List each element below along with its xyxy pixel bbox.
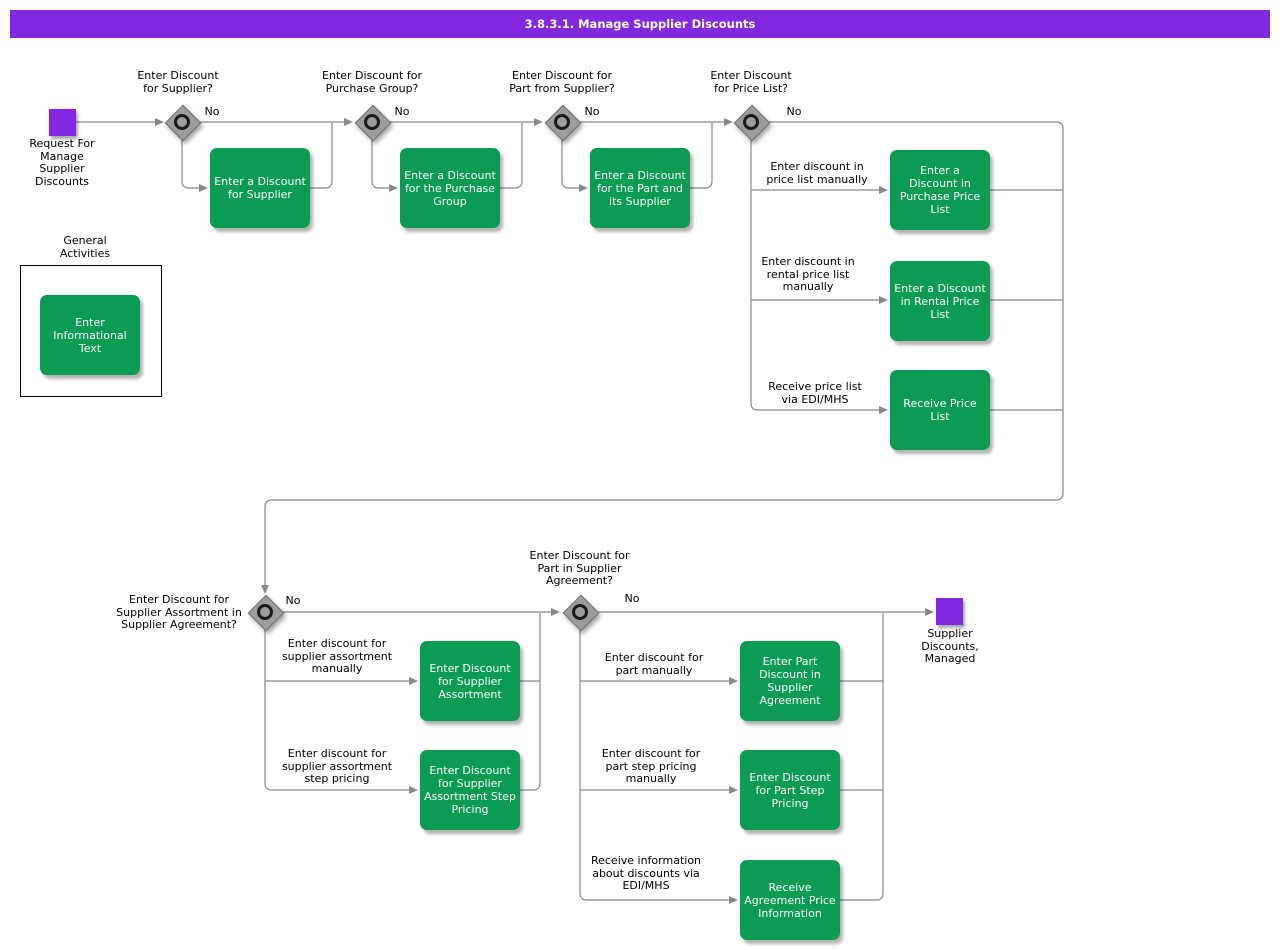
decision-price-list-no-label: No — [786, 105, 802, 118]
decision-price-list-label: Enter Discount for Price List? — [710, 69, 792, 95]
activity-part-discount-supplier-agreement[interactable]: Enter Part Discount in Supplier Agreemen… — [740, 641, 840, 721]
end-node — [936, 598, 963, 625]
edge-label-rental-price-list-manually: Enter discount in rental price list manu… — [761, 255, 855, 293]
activity-receive-price-list[interactable]: Receive Price List — [890, 370, 990, 450]
edge-label-assortment-manually: Enter discount for supplier assortment m… — [281, 637, 393, 675]
start-node-label: Request For Manage Supplier Discounts — [29, 137, 95, 188]
circle-icon — [174, 114, 190, 130]
decision-part-from-supplier-no-label: No — [584, 105, 600, 118]
edge-label-receive-price-list-edi: Receive price list via EDI/MHS — [768, 380, 862, 406]
title-bar: 3.8.3.1. Manage Supplier Discounts — [10, 10, 1270, 38]
activity-enter-discount-purchase-group[interactable]: Enter a Discount for the Purchase Group — [400, 148, 500, 228]
activity-discount-supplier-assortment[interactable]: Enter Discount for Supplier Assortment — [420, 641, 520, 721]
activity-receive-agreement-price-info[interactable]: Receive Agreement Price Information — [740, 860, 840, 940]
edge-label-price-list-manually: Enter discount in price list manually — [766, 160, 868, 186]
decision-supplier-assortment-no-label: No — [285, 594, 301, 607]
decision-part-in-agreement — [562, 594, 600, 632]
decision-purchase-group-no-label: No — [394, 105, 410, 118]
start-node — [49, 109, 76, 136]
end-node-label: Supplier Discounts, Managed — [921, 627, 979, 665]
decision-part-from-supplier — [544, 104, 582, 142]
decision-price-list — [733, 104, 771, 142]
activity-enter-discount-purchase-price-list[interactable]: Enter a Discount in Purchase Price List — [890, 150, 990, 230]
activity-discount-assortment-step-pricing[interactable]: Enter Discount for Supplier Assortment S… — [420, 750, 520, 830]
activity-enter-discount-part-supplier[interactable]: Enter a Discount for the Part and its Su… — [590, 148, 690, 228]
decision-supplier-no-label: No — [204, 105, 220, 118]
decision-supplier-assortment — [247, 594, 285, 632]
decision-part-from-supplier-label: Enter Discount for Part from Supplier? — [509, 69, 615, 95]
activity-enter-discount-supplier[interactable]: Enter a Discount for Supplier — [210, 148, 310, 228]
circle-icon — [743, 114, 759, 130]
decision-supplier-assortment-label: Enter Discount for Supplier Assortment i… — [116, 593, 242, 631]
general-activities-title: General Activities — [59, 234, 111, 260]
decision-supplier — [164, 104, 202, 142]
decision-purchase-group — [354, 104, 392, 142]
edge-label-receive-info-edi: Receive information about discounts via … — [590, 854, 702, 892]
decision-part-in-agreement-no-label: No — [624, 592, 640, 605]
activity-enter-discount-rental-price-list[interactable]: Enter a Discount in Rental Price List — [890, 261, 990, 341]
activity-discount-part-step-pricing[interactable]: Enter Discount for Part Step Pricing — [740, 750, 840, 830]
decision-purchase-group-label: Enter Discount for Purchase Group? — [322, 69, 422, 95]
circle-icon — [364, 114, 380, 130]
circle-icon — [257, 604, 273, 620]
edge-label-assortment-step-pricing: Enter discount for supplier assortment s… — [281, 747, 393, 785]
decision-part-in-agreement-label: Enter Discount for Part in Supplier Agre… — [529, 549, 630, 587]
decision-supplier-label: Enter Discount for Supplier? — [137, 69, 219, 95]
circle-icon — [572, 604, 588, 620]
edge-label-part-manually: Enter discount for part manually — [604, 651, 704, 677]
activity-enter-informational-text[interactable]: Enter Informational Text — [40, 295, 140, 375]
circle-icon — [554, 114, 570, 130]
edge-label-part-step-pricing-manually: Enter discount for part step pricing man… — [601, 747, 701, 785]
